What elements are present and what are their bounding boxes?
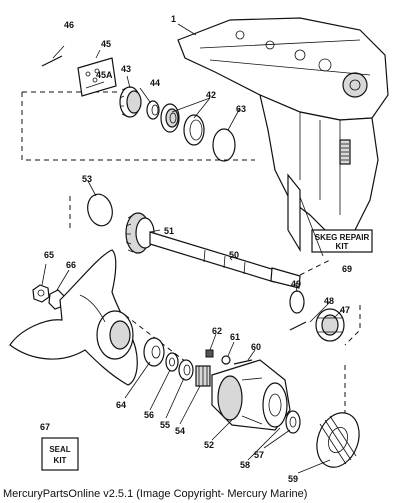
- callout-66: 66: [66, 260, 76, 270]
- image-caption: MercuryPartsOnline v2.5.1 (Image Copyrig…: [3, 488, 308, 500]
- part-46-pin: [41, 45, 65, 67]
- callout-65: 65: [44, 250, 54, 260]
- part-62-nut: [205, 349, 214, 358]
- part-61-washer: [221, 355, 231, 365]
- callout-67: 67: [40, 422, 50, 432]
- part-53-o-ring: [87, 193, 113, 227]
- callout-64: 64: [116, 400, 126, 410]
- callout-45a: 45A: [96, 70, 113, 80]
- part-44-nut: [146, 100, 160, 120]
- part-65-prop-nut: [32, 284, 50, 303]
- skeg-repair-kit-box: SKEG REPAIR KIT: [311, 229, 373, 253]
- part-43-pinion-gear: [119, 86, 142, 118]
- callout-50: 50: [229, 250, 239, 260]
- callout-45: 45: [101, 39, 111, 49]
- callout-52: 52: [204, 440, 214, 450]
- housing-group-outline: [21, 91, 255, 161]
- part-56-washer: [165, 352, 179, 372]
- part-48-pin: [289, 321, 307, 331]
- part-63-o-ring: [212, 128, 236, 162]
- seal-kit-box: SEAL KIT: [41, 437, 79, 471]
- part-57-seal: [285, 410, 301, 434]
- part-54-roller-bearing: [195, 365, 211, 387]
- part-55-bearing: [178, 359, 194, 381]
- callout-69: 69: [342, 264, 352, 274]
- part-50-propeller-shaft: [149, 231, 301, 289]
- part-47-cap: [315, 308, 345, 342]
- callout-51: 51: [164, 226, 174, 236]
- callout-60: 60: [251, 342, 261, 352]
- lower-group-outline: [69, 196, 361, 346]
- callout-49: 49: [291, 279, 301, 289]
- callout-63: 63: [236, 104, 246, 114]
- seal-kit-line2: KIT: [54, 456, 67, 465]
- callout-43: 43: [121, 64, 131, 74]
- callout-54: 54: [175, 426, 185, 436]
- part-59-thrust-washer: [316, 412, 360, 468]
- callout-46: 46: [64, 20, 74, 30]
- callout-44: 44: [150, 78, 160, 88]
- part-49-o-ring: [289, 290, 305, 314]
- callout-42: 42: [206, 90, 216, 100]
- callout-57: 57: [254, 450, 264, 460]
- seal-kit-line1: SEAL: [49, 445, 70, 454]
- gear-housing: [177, 17, 389, 253]
- callout-62: 62: [212, 326, 222, 336]
- callout-55: 55: [160, 420, 170, 430]
- part-64-thrust-washer: [143, 337, 165, 367]
- part-45-plate: [77, 57, 117, 97]
- propeller: [9, 249, 138, 386]
- callout-61: 61: [230, 332, 240, 342]
- part-52-bearing-carrier: [211, 359, 291, 431]
- callout-58: 58: [240, 460, 250, 470]
- callout-53: 53: [82, 174, 92, 184]
- callout-numbers: 1 46 45 45A 43 44 42 63 53 51 50 49 48 4…: [40, 14, 352, 484]
- callout-1: 1: [171, 14, 176, 24]
- callout-47: 47: [340, 305, 350, 315]
- skeg-kit-line2: KIT: [336, 242, 349, 251]
- part-42-bearing: [160, 103, 205, 146]
- part-51-forward-gear: [125, 212, 155, 254]
- callout-48: 48: [324, 296, 334, 306]
- callout-56: 56: [144, 410, 154, 420]
- leader-lines: [41, 23, 343, 474]
- part-60-stud: [233, 359, 253, 365]
- skeg-kit-line1: SKEG REPAIR: [315, 233, 370, 242]
- callout-59: 59: [288, 474, 298, 484]
